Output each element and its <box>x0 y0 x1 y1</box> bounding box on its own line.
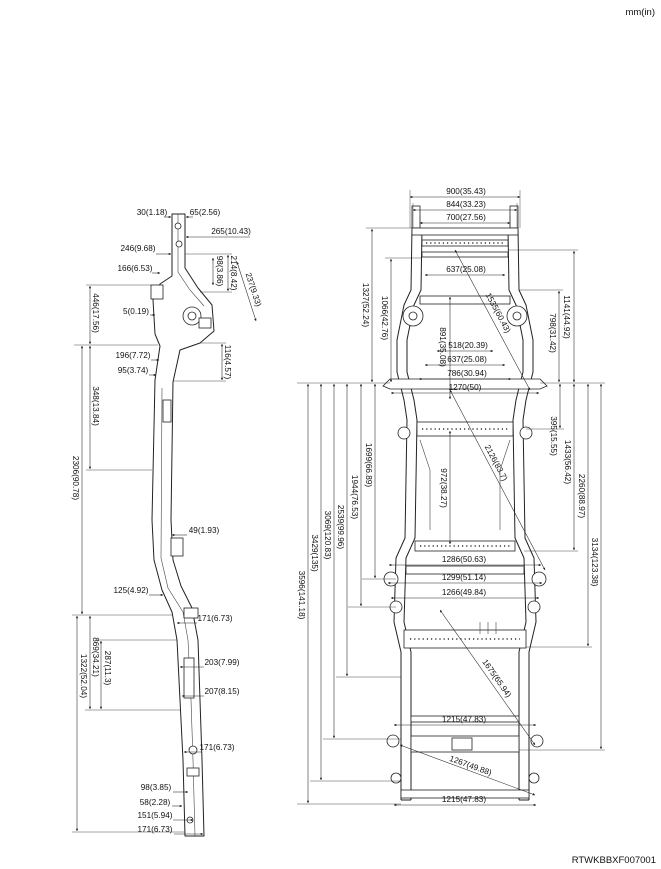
body-mount <box>530 734 544 748</box>
body-mount <box>527 600 541 614</box>
dim-label: 166(6.53) <box>117 264 152 273</box>
dim-label: 1322(52.04) <box>79 654 88 698</box>
dim-label: 5(0.19) <box>123 307 149 316</box>
dim-label: 1299(51.14) <box>442 573 486 582</box>
dim-label: 171(6.73) <box>137 825 172 834</box>
dim-label: 95(3.74) <box>118 366 149 375</box>
dim-label: 171(6.73) <box>199 743 234 752</box>
dim-label: 1215(47.83) <box>442 795 486 804</box>
dim-label: 786(30.94) <box>447 369 487 378</box>
dim-label: 151(5.94) <box>137 811 172 820</box>
side-bracket <box>150 284 164 300</box>
dim-label: 2539(99.96) <box>336 505 345 549</box>
dim-label: 1267(49.88) <box>448 754 493 778</box>
drawing-code: RTWKBBXF007001 <box>572 855 656 866</box>
dim-label: 2260(88.97) <box>577 474 586 518</box>
body-mount <box>386 734 400 748</box>
dim-label: 287(11.3) <box>103 651 112 686</box>
mount-bolt <box>408 311 418 321</box>
dim-label: 1699(66.89) <box>364 443 373 487</box>
dim-label: 1215(47.83) <box>442 715 486 724</box>
body-mount <box>528 772 540 784</box>
dim-label: 869(34.21) <box>91 637 100 677</box>
dim-label: 98(3.86) <box>215 256 224 287</box>
dim-label: 207(8.15) <box>204 687 239 696</box>
dim-label: 1286(50.63) <box>442 555 486 564</box>
dim-label: 1270(50) <box>449 383 482 392</box>
dim-label: 3069(120.83) <box>323 511 332 560</box>
side-bolt <box>188 745 198 755</box>
body-mount <box>531 571 547 587</box>
diagonal-dimension-line <box>399 744 536 796</box>
dim-label: 98(3.85) <box>141 783 172 792</box>
dim-label: 65(2.56) <box>190 208 221 217</box>
dim-label: 246(9.68) <box>120 244 155 253</box>
dim-label: 171(6.73) <box>197 614 232 623</box>
side-bracket <box>183 657 195 699</box>
dim-label: 116(4.57) <box>223 345 232 380</box>
dim-label: 900(35.43) <box>446 187 486 196</box>
side-bolt <box>175 240 183 248</box>
dim-label: 798(31.42) <box>548 313 557 353</box>
dim-label: 446(17.56) <box>91 293 100 333</box>
dim-label: 1944(76.53) <box>350 475 359 519</box>
front-bumper-crossmember <box>411 227 519 236</box>
dim-label: 972(38.27) <box>439 468 448 508</box>
dim-label: 518(20.39) <box>448 341 488 350</box>
side-bracket <box>183 607 199 619</box>
dim-label: 3134(123.38) <box>590 538 599 587</box>
side-bolt <box>174 222 182 230</box>
dim-label: 395(15.55) <box>549 416 558 456</box>
dim-label: 1141(44.92) <box>562 295 571 339</box>
dim-label: 1675(65.94) <box>480 658 513 700</box>
dim-label: 700(27.56) <box>446 213 486 222</box>
dim-label: 1433(56.42) <box>563 440 572 484</box>
top-view: 900(35.43) 844(33.23) 700(27.56) 637(25.… <box>297 187 605 807</box>
mount-bolt <box>512 311 522 321</box>
dim-label: 844(33.23) <box>446 200 486 209</box>
dim-label: 3596(141.18) <box>297 571 306 620</box>
dim-label: 1066(42.76) <box>380 296 389 340</box>
dim-label: 30(1.18) <box>137 208 168 217</box>
dim-label: 1266(49.84) <box>442 588 486 597</box>
crossmember <box>421 251 509 258</box>
dim-label: 891(35.08) <box>438 327 447 367</box>
hitch-plate <box>451 737 473 751</box>
side-bracket <box>186 767 200 777</box>
dim-label: 214(8.42) <box>229 255 238 290</box>
left-rail-outer <box>393 227 413 800</box>
dim-label: 348(13.84) <box>91 386 100 426</box>
side-bracket <box>198 317 212 329</box>
dim-label: 3429(135) <box>310 534 319 572</box>
dim-label: 265(10.43) <box>211 227 251 236</box>
dim-label: 49(1.93) <box>189 526 220 535</box>
diagonal-dimension-line <box>449 389 546 571</box>
dim-label: 196(7.72) <box>115 351 150 360</box>
dim-label: 2306(90.78) <box>71 456 80 500</box>
side-suspension-bolt <box>187 311 197 321</box>
side-view: 30(1.18) 65(2.56) 265(10.43) 246(9.68) 2… <box>71 208 263 837</box>
dim-label: 637(25.08) <box>447 355 487 364</box>
dim-label: 237(9.33) <box>244 272 263 308</box>
side-frame-outline <box>151 213 215 837</box>
dim-label: 125(4.92) <box>113 586 148 595</box>
body-mount <box>397 426 411 440</box>
diagonal-dimension-line <box>454 249 531 391</box>
left-rail-inner <box>403 227 423 800</box>
dim-label: 58(2.28) <box>140 798 171 807</box>
dimension-line <box>236 261 257 322</box>
body-mount <box>390 772 402 784</box>
dim-label: 1327(52.24) <box>361 283 370 327</box>
units-label: mm(in) <box>625 7 655 18</box>
dim-label: 203(7.99) <box>204 658 239 667</box>
diagonal-dimension-line <box>439 609 536 746</box>
side-bracket <box>170 537 184 557</box>
side-bracket <box>162 399 172 423</box>
dim-label: 637(25.08) <box>446 265 486 274</box>
